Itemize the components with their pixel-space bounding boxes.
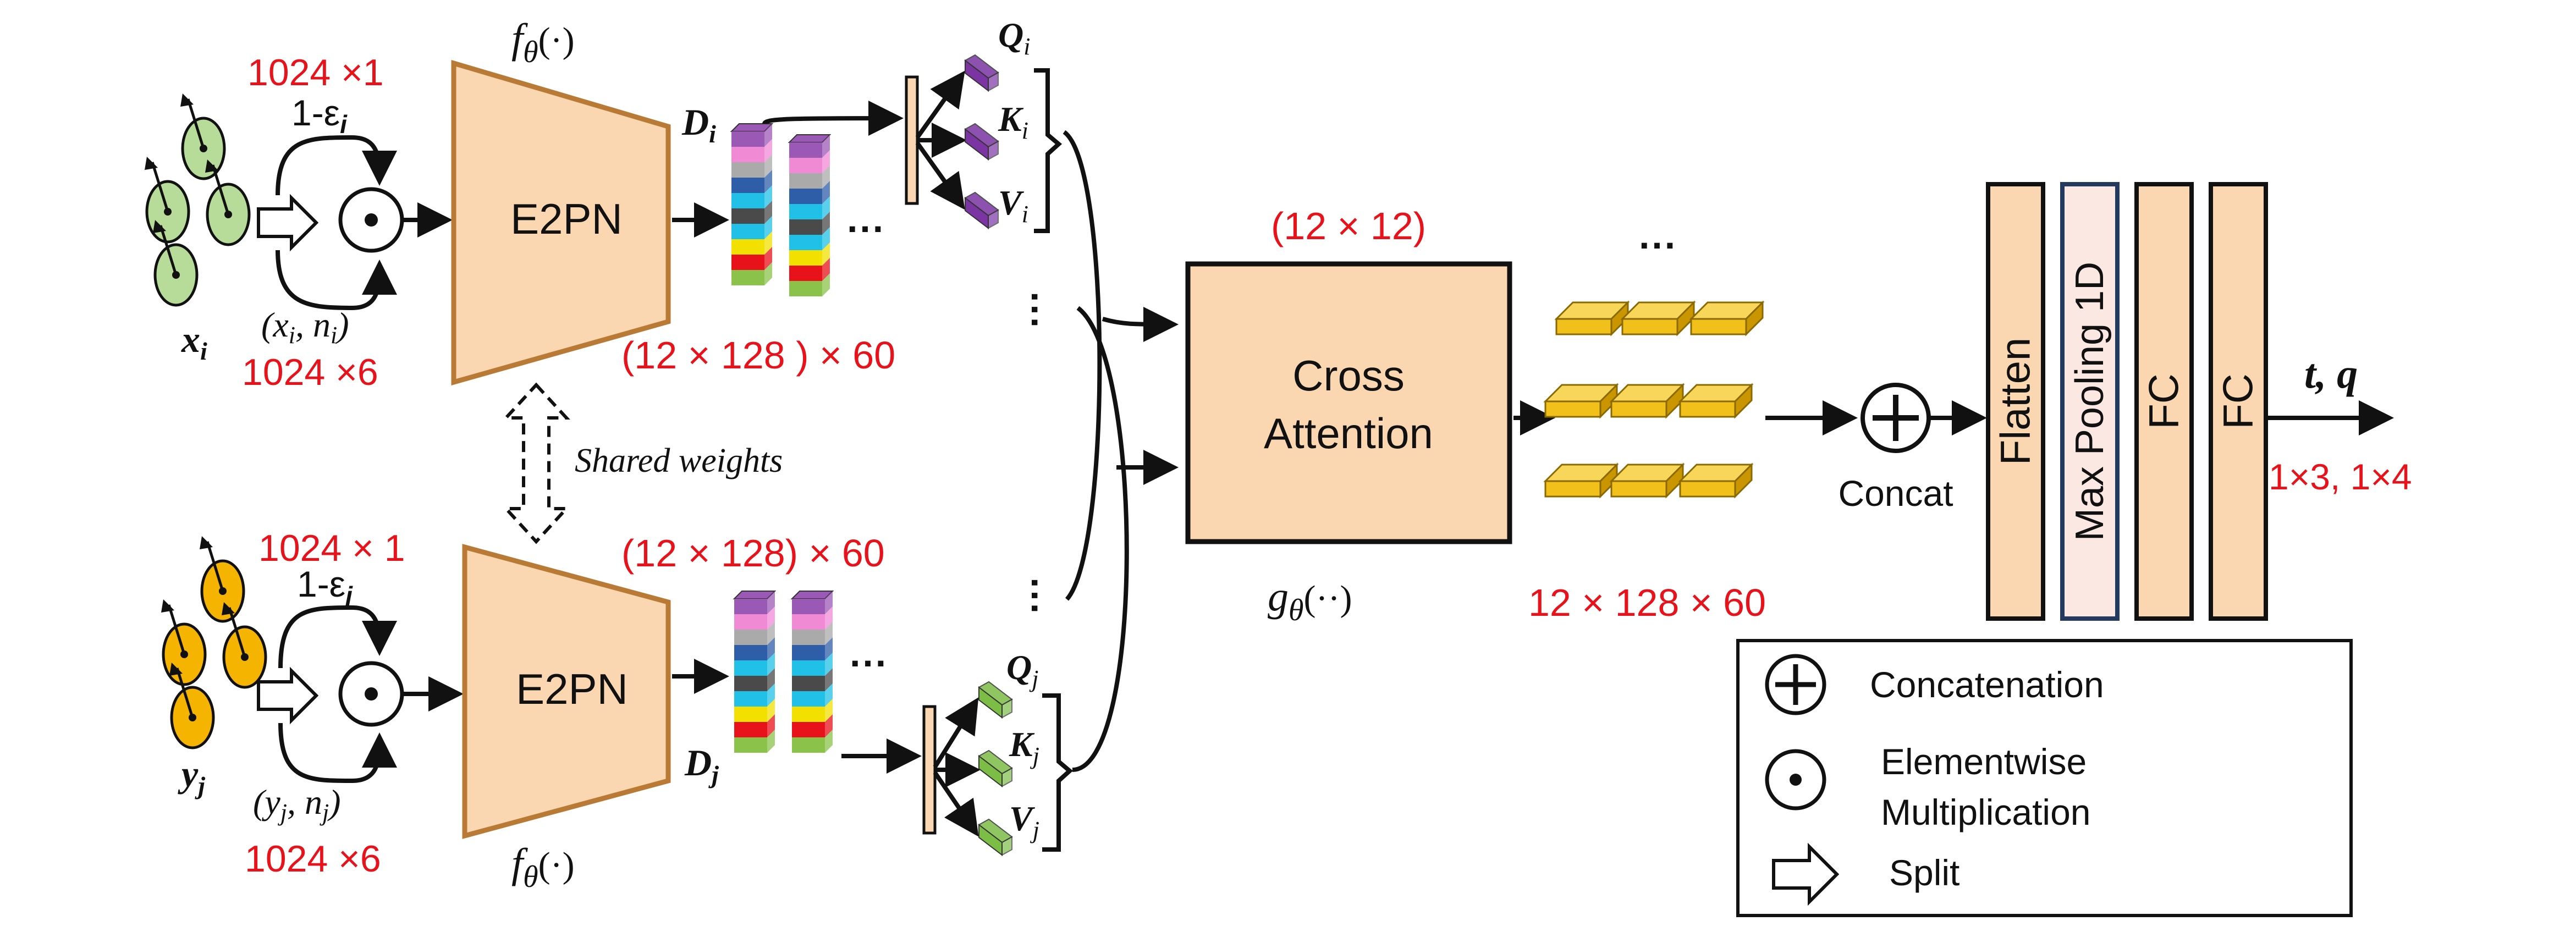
weight-label: 1-εj [297, 564, 353, 610]
v-label: Vj [1009, 799, 1039, 843]
elementwise-multiply-icon [338, 661, 404, 727]
split-path-upper [278, 605, 397, 669]
legend: Concatenation Elementwise Multiplication… [1736, 639, 2353, 917]
legend-multiply-icon [1765, 749, 1826, 810]
layer-fc-2: FC [2209, 182, 2268, 621]
layer-fc-1: FC [2134, 182, 2194, 621]
query-cube [964, 54, 999, 92]
k-label: Kj [1009, 725, 1039, 769]
layer-max-pooling-1d: Max Pooling 1D [2060, 182, 2120, 621]
svg-text:E2PN: E2PN [510, 195, 623, 243]
key-cube [964, 123, 999, 161]
qkv-brace [1034, 68, 1063, 233]
point-cloud-y [161, 536, 266, 748]
v-label: Vi [998, 183, 1028, 228]
output-size-label: 1×3, 1×4 [2269, 456, 2412, 497]
shared-weights-indicator: Shared weights [502, 382, 783, 544]
output-tensor [1544, 301, 1764, 498]
output-label: t, q [2304, 351, 2358, 397]
key-cube [978, 749, 1013, 788]
svg-text:Shared weights: Shared weights [575, 442, 783, 479]
query-cube [978, 681, 1013, 719]
feature-label-D: Di [681, 101, 716, 148]
top-branch: xi 1024 ×1 1024 ×6 1-εi (xi, ni) E2PN fθ… [145, 15, 1063, 393]
bottom-branch: yj 1024 × 1 1024 ×6 1-εj (yj, nj) E2PN f… [161, 527, 1074, 894]
legend-concatenation: Concatenation [1870, 664, 2104, 705]
legend-concat-icon [1765, 654, 1826, 715]
qkv-vertical-ellipsis: ··· [1014, 291, 1056, 330]
input-label-y: yj [178, 753, 205, 799]
weight-label: 1-εi [291, 92, 348, 139]
concat-label: Concat [1838, 473, 1953, 514]
legend-elementwise-line1: Elementwise [1881, 741, 2087, 782]
feature-ellipsis: ··· [850, 642, 888, 685]
feature-size-label: (12 × 128) × 60 [621, 532, 885, 575]
output-tensor-size-label: 12 × 128 × 60 [1528, 581, 1766, 624]
feature-size-label: (12 × 128 ) × 60 [621, 334, 895, 377]
feature-ellipsis: ··· [847, 207, 885, 250]
feature-stack-1 [730, 123, 774, 285]
split-icon [257, 666, 319, 725]
cross-attention-block: Cross Attention [1185, 261, 1512, 544]
point-cloud-x [145, 93, 249, 305]
value-cube [978, 818, 1013, 857]
pair-label: (xi, ni) [261, 305, 349, 349]
size-label-top: 1024 ×1 [247, 52, 384, 93]
value-cube [964, 191, 999, 230]
feature-stack-2 [790, 591, 834, 753]
svg-text:FC: FC [2141, 373, 2188, 429]
split-path-upper [276, 135, 397, 196]
qkv-bar [905, 75, 919, 205]
size-label-bottom: 1024 ×6 [245, 838, 381, 880]
layer-flatten: Flatten [1986, 182, 2045, 621]
feature-stack-2 [788, 134, 832, 296]
elementwise-multiply-icon [338, 187, 404, 253]
qkv-brace [1042, 693, 1074, 852]
encoder-function-label: fθ(·) [511, 15, 575, 69]
size-label-bottom: 1024 ×6 [242, 351, 378, 393]
qkv-bar [922, 705, 937, 835]
split-icon [257, 194, 319, 252]
feature-label-D: Dj [684, 742, 719, 788]
legend-elementwise-line2: Multiplication [1881, 792, 2091, 832]
output-tensor-ellipsis: ··· [1639, 224, 1677, 267]
svg-text:E2PN: E2PN [516, 665, 628, 713]
svg-text:Cross: Cross [1292, 351, 1405, 400]
k-label: Ki [998, 100, 1028, 144]
legend-split-icon [1772, 842, 1840, 906]
svg-text:Max Pooling 1D: Max Pooling 1D [2068, 262, 2112, 541]
legend-split: Split [1889, 852, 1959, 893]
q-label: Qi [998, 15, 1030, 60]
svg-text:FC: FC [2215, 373, 2262, 429]
encoder-e2pn: E2PN [462, 544, 671, 839]
attention-function-label: gθ(··) [1268, 573, 1352, 627]
pair-label: (yj, nj) [253, 782, 341, 826]
encoder-function-label: fθ(·) [511, 840, 575, 894]
arrow-to-qkv [762, 101, 904, 136]
attention-size-label: (12 × 12) [1271, 205, 1426, 247]
encoder-e2pn: E2PN [451, 59, 671, 385]
split-path-lower [276, 250, 397, 311]
svg-text:Attention: Attention [1264, 409, 1433, 457]
attention-connectors [1063, 130, 1179, 772]
split-path-lower [278, 723, 397, 784]
qkv-vertical-ellipsis: ··· [1014, 577, 1056, 616]
input-label-x: xi [181, 318, 207, 365]
svg-text:Flatten: Flatten [1992, 338, 2039, 465]
size-label-top: 1024 × 1 [258, 527, 405, 569]
feature-stack-1 [733, 591, 777, 753]
q-label: Qj [1006, 648, 1038, 692]
concat-icon [1861, 383, 1931, 453]
